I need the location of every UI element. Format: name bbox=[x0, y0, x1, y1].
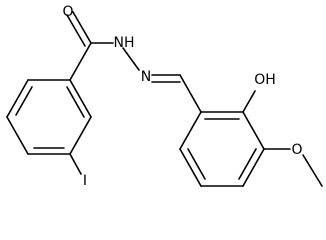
atom-label-iodine: I bbox=[83, 173, 87, 189]
atom-label-carbonyl-oxygen: O bbox=[62, 4, 73, 20]
ring1-bond-2 bbox=[6, 79, 29, 118]
atom-label-hydroxyl: OH bbox=[254, 72, 276, 88]
ring2-bond-3 bbox=[242, 148, 265, 187]
ring2-bond-5 bbox=[179, 148, 202, 187]
ring1-bond-3 bbox=[6, 116, 29, 155]
atom-labels: O NH N OH O I bbox=[62, 4, 302, 189]
ring2-bond-6 bbox=[179, 111, 202, 150]
bond-c-ring bbox=[69, 42, 92, 81]
bond-o-methyl bbox=[302, 154, 323, 187]
atom-label-nh-n: N bbox=[113, 35, 123, 51]
ring1-bond-5 bbox=[69, 116, 92, 155]
atom-label-nh-h: H bbox=[124, 35, 135, 51]
ring1-inner-3 bbox=[66, 86, 85, 118]
bonds bbox=[6, 11, 323, 187]
bond-carbonyl-2 bbox=[66, 14, 86, 47]
bond-carbonyl-1 bbox=[72, 11, 92, 44]
ring2-inner-3 bbox=[187, 148, 206, 180]
molecule-structure: O NH N OH O I bbox=[6, 4, 323, 189]
atom-label-imine-nitrogen: N bbox=[141, 69, 151, 85]
atom-label-methoxy-oxygen: O bbox=[291, 142, 302, 158]
ring1-bond-6 bbox=[69, 79, 92, 118]
bond-nh-n bbox=[122, 47, 140, 71]
ring2-inner-2 bbox=[238, 148, 257, 180]
bond-c-i bbox=[69, 153, 82, 175]
ring1-inner-1 bbox=[15, 86, 33, 116]
atom-label-nh: NH bbox=[113, 35, 134, 51]
bond-ch-ring bbox=[179, 74, 202, 113]
bond-c-oh bbox=[242, 90, 256, 113]
ring2-bond-2 bbox=[242, 111, 265, 150]
